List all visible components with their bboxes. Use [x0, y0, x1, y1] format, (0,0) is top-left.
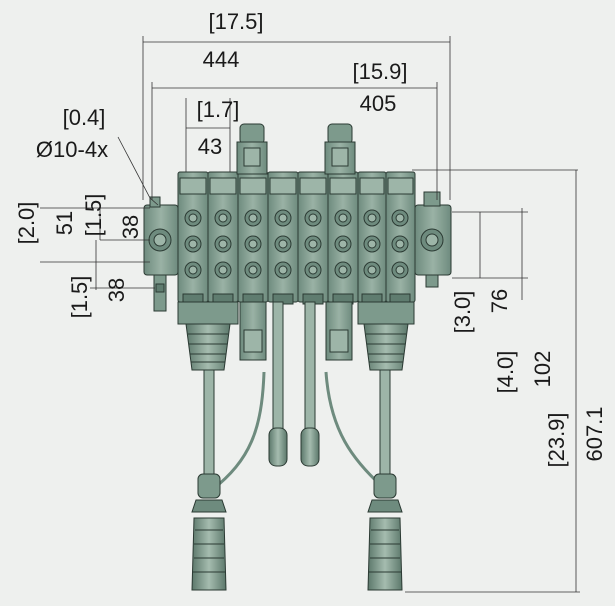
right-joystick [324, 301, 415, 591]
left-lower-mm: 38 [104, 278, 129, 302]
mount-hole-mm: Ø10-4x [36, 137, 108, 162]
valve-section-2 [207, 171, 239, 305]
right-small-mm: 76 [487, 289, 512, 313]
top-solenoid-left [236, 123, 268, 175]
valve-section-6 [327, 171, 359, 305]
right-mid-inch: [4.0] [493, 351, 518, 394]
spool-tubes [268, 301, 320, 467]
right-boot [363, 323, 409, 371]
left-height-inch: [2.0] [14, 202, 39, 245]
valve-section-7 [357, 171, 387, 305]
dimension-lines [40, 36, 580, 593]
dimension-labels: [17.5] 444 [15.9] 405 [1.7] 43 [0.4] Ø10… [14, 9, 607, 468]
left-upper-inch: [1.5] [81, 194, 106, 237]
section-width-mm: 43 [198, 134, 222, 159]
valve-section-5 [297, 171, 329, 305]
left-cable [211, 371, 266, 492]
right-cable [324, 371, 387, 492]
bottom-solenoid-right [325, 301, 353, 361]
inner-width-inch: [15.9] [352, 59, 407, 84]
left-boot [185, 323, 231, 371]
right-grip [367, 517, 403, 591]
top-solenoid-right [324, 123, 356, 175]
valve-section-1 [177, 171, 209, 305]
overall-width-mm: 444 [203, 47, 240, 72]
bottom-solenoid-left [239, 301, 267, 361]
section-width-inch: [1.7] [197, 97, 240, 122]
left-grip [191, 517, 227, 591]
valve-section-8 [385, 171, 416, 305]
mount-hole-inch: [0.4] [63, 105, 106, 130]
right-mid-mm: 102 [530, 351, 555, 388]
inner-width-mm: 405 [360, 91, 397, 116]
left-upper-mm: 38 [118, 215, 143, 239]
left-height-mm: 51 [52, 211, 77, 235]
valve-section-4 [267, 171, 299, 305]
valve-assembly [143, 123, 452, 467]
valve-sections [177, 171, 416, 305]
overall-height-inch: [23.9] [544, 412, 569, 467]
left-lower-inch: [1.5] [67, 276, 92, 319]
overall-width-inch: [17.5] [208, 9, 263, 34]
valve-section-3 [237, 171, 269, 305]
left-joystick [177, 301, 266, 591]
right-small-inch: [3.0] [450, 291, 475, 334]
overall-height-mm: 607.1 [582, 406, 607, 461]
